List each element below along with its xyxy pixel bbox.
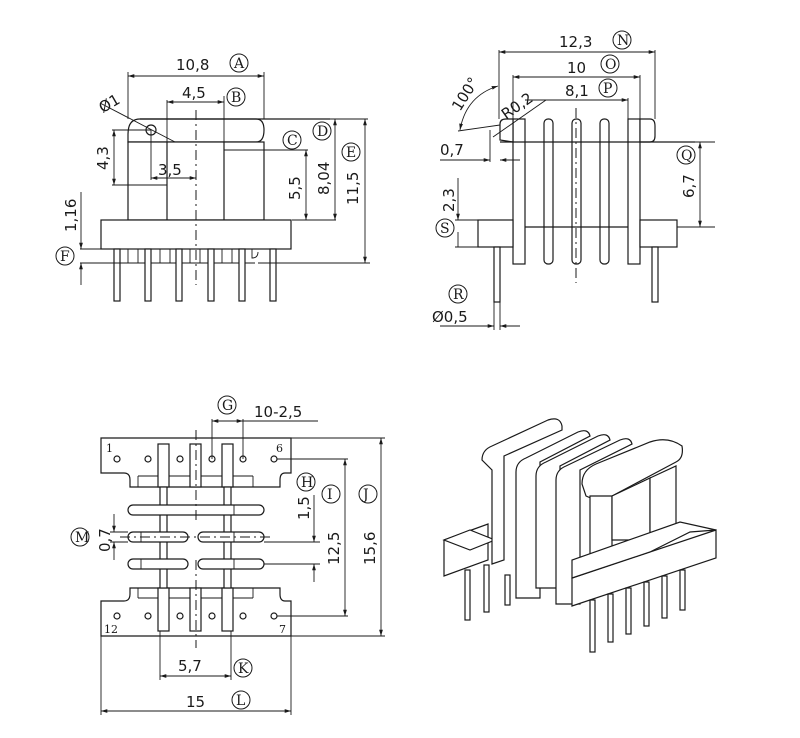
pin-number-12: 12: [104, 623, 118, 636]
side-pin-right: [651, 246, 659, 303]
pin-holes: [113, 455, 278, 620]
dim-G-value: 10-2,5: [254, 403, 302, 421]
label-A: A: [233, 56, 245, 72]
side-pin-left: [493, 246, 501, 303]
label-E: E: [346, 145, 356, 161]
label-N: N: [617, 33, 629, 49]
label-O: O: [605, 57, 616, 73]
angle-value: 100°: [448, 74, 482, 114]
dim-J-value: 15,6: [361, 532, 379, 565]
label-Q: Q: [681, 148, 692, 164]
label-K: K: [238, 661, 249, 677]
label-P: P: [603, 81, 612, 97]
dim-43-value: 4,3: [94, 146, 112, 170]
dim-N-value: 12,3: [559, 33, 592, 51]
label-F: F: [60, 249, 70, 265]
dim-H-value: 1,5: [295, 496, 313, 520]
pin-number-1: 1: [106, 442, 113, 455]
front-pins: [113, 248, 277, 302]
pin-number-6: 6: [276, 442, 283, 455]
label-R: R: [453, 287, 464, 303]
dim-A-value: 10,8: [176, 56, 209, 74]
side-view: 12,3 N 10 O 8,1 P 100° R0,2 0,7 6,7 Q: [432, 30, 715, 330]
dim-K-value: 5,7: [178, 657, 202, 675]
dim-F-value: 1,16: [62, 199, 80, 232]
label-S: S: [440, 221, 450, 237]
dim-D-value: 8,04: [315, 162, 333, 195]
dim-I-value: 12,5: [325, 532, 343, 565]
label-M: M: [75, 530, 89, 546]
dim-55-value: 5,5: [286, 176, 304, 200]
label-H: H: [301, 475, 313, 491]
dim-O-value: 10: [567, 59, 586, 77]
side-left-flange: [512, 118, 526, 265]
side-fin-3: [599, 118, 610, 265]
isometric-view: [442, 418, 717, 653]
dim-M-value: 0,7: [96, 528, 114, 552]
bottom-view: 1 6 12 7 10-2,5 G 1,5 H 12,5 I 15,6 J: [70, 395, 385, 715]
front-view: 10,8 A 4,5 B Ø1 4,3 3,5 C 5,5 8,04 D: [55, 53, 370, 302]
label-I: I: [327, 487, 333, 503]
dim-L-value: 15: [186, 693, 205, 711]
label-J: J: [361, 487, 369, 503]
label-D: D: [317, 124, 328, 140]
dim-35-value: 3,5: [158, 161, 182, 179]
label-L: L: [236, 693, 245, 709]
side-right-flange: [627, 118, 641, 265]
fin-bar-3b: [197, 558, 265, 570]
dim-B-value: 4,5: [182, 84, 206, 102]
label-B: B: [231, 90, 241, 106]
dim-Q-value: 6,7: [680, 174, 698, 198]
fin-bar-3a: [127, 558, 189, 570]
dim-E-value: 11,5: [344, 172, 362, 205]
dim-P-value: 8,1: [565, 82, 589, 100]
fin-bar-2a: [127, 531, 189, 543]
label-G: G: [222, 398, 233, 414]
side-fin-1: [543, 118, 554, 265]
dim-R-value: Ø0,5: [432, 308, 468, 326]
radius-value: R0,2: [498, 89, 536, 123]
dim-S-value: 2,3: [440, 188, 458, 212]
pin-number-7: 7: [279, 623, 286, 636]
thickness-value: 0,7: [440, 141, 464, 159]
label-C: C: [287, 133, 298, 149]
